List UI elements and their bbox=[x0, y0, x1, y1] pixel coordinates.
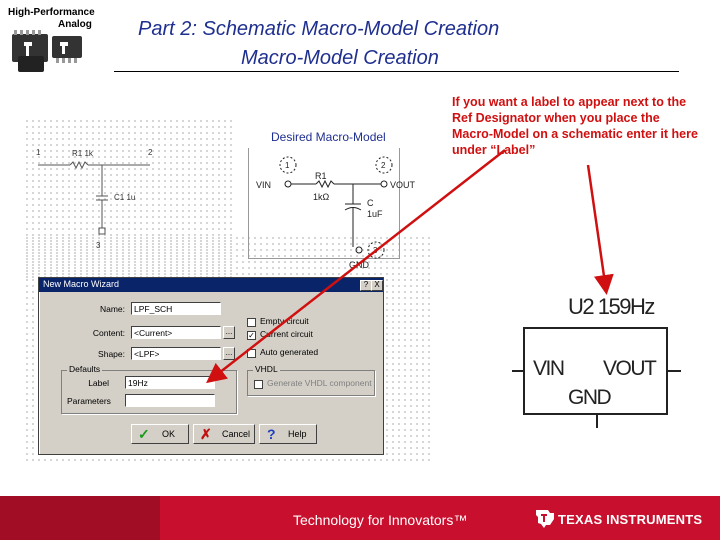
cross-icon: ✗ bbox=[200, 426, 212, 442]
checkmark-icon: ✓ bbox=[138, 426, 150, 442]
symbol-vin-pin bbox=[512, 370, 524, 372]
desired-pin1-label: 1 bbox=[285, 161, 290, 170]
name-input[interactable]: LPF_SCH bbox=[131, 302, 221, 315]
ti-logo-icon bbox=[536, 510, 554, 528]
symbol-vout-pin bbox=[667, 370, 681, 372]
defaults-group-title: Defaults bbox=[67, 364, 103, 374]
ok-button[interactable]: ✓ OK bbox=[131, 424, 189, 444]
desired-vin-label: VIN bbox=[256, 180, 271, 190]
cancel-button[interactable]: ✗ Cancel bbox=[193, 424, 255, 444]
desired-pin2-label: 2 bbox=[381, 161, 386, 170]
left-capacitor-label: C1 1u bbox=[114, 193, 135, 202]
question-icon: ? bbox=[267, 426, 276, 442]
desired-capacitor-name: C bbox=[367, 198, 374, 208]
help-button-label: Help bbox=[288, 429, 307, 439]
slide-title-line2: Macro-Model Creation bbox=[241, 47, 439, 69]
help-button[interactable]: ? Help bbox=[259, 424, 317, 444]
callout-text: If you want a label to appear next to th… bbox=[452, 95, 698, 157]
parameters-label: Parameters bbox=[67, 396, 111, 406]
vhdl-group bbox=[247, 370, 375, 396]
symbol-vout-label: VOUT bbox=[603, 357, 657, 380]
label-input[interactable]: 19Hz bbox=[125, 376, 215, 389]
desired-model-frame bbox=[248, 148, 400, 259]
footer-accent bbox=[0, 496, 160, 540]
desired-model-title: Desired Macro-Model bbox=[271, 130, 386, 144]
generate-vhdl-label: Generate VHDL component bbox=[267, 378, 372, 388]
symbol-gnd-pin bbox=[596, 414, 598, 428]
left-pin1-label: 1 bbox=[36, 148, 41, 157]
current-circuit-checkbox[interactable]: ✓ bbox=[247, 331, 256, 340]
arrow-to-symbol-label bbox=[586, 164, 614, 295]
cancel-button-label: Cancel bbox=[222, 429, 251, 439]
auto-generated-label: Auto generated bbox=[260, 347, 319, 357]
desired-capacitor-value: 1uF bbox=[367, 209, 383, 219]
left-pin3-label: 3 bbox=[96, 241, 101, 250]
footer-brand: TEXAS INSTRUMENTS bbox=[558, 512, 703, 527]
symbol-vin-label: VIN bbox=[533, 357, 565, 380]
symbol-ref-label: U2 159Hz bbox=[568, 294, 655, 319]
left-pin2-label: 2 bbox=[148, 148, 153, 157]
dialog-title: New Macro Wizard bbox=[43, 279, 120, 289]
dialog-close-button[interactable]: X bbox=[371, 280, 383, 291]
content-label: Content: bbox=[92, 328, 125, 338]
shape-input[interactable]: <LPF> bbox=[131, 347, 221, 360]
desired-resistor-name: R1 bbox=[315, 171, 327, 181]
shape-label: Shape: bbox=[98, 349, 125, 359]
ok-button-label: OK bbox=[162, 429, 176, 439]
generate-vhdl-checkbox[interactable] bbox=[254, 380, 263, 389]
footer-tagline: Technology for Innovators™ bbox=[293, 512, 468, 528]
slide-title-line1: Part 2: Schematic Macro-Model Creation bbox=[138, 18, 500, 40]
desired-vout-label: VOUT bbox=[390, 180, 416, 190]
content-input[interactable]: <Current> bbox=[131, 326, 221, 339]
auto-generated-checkbox[interactable] bbox=[247, 349, 256, 358]
current-circuit-label: Current circuit bbox=[260, 329, 313, 339]
content-browse-button[interactable]: ... bbox=[223, 326, 235, 339]
left-resistor-label: R1 1k bbox=[72, 149, 94, 158]
symbol-gnd-label: GND bbox=[568, 386, 612, 409]
label-field-label: Label bbox=[88, 378, 109, 388]
defaults-group bbox=[61, 370, 237, 414]
logo-text-line1: High-Performance bbox=[8, 7, 95, 18]
dialog-titlebar[interactable]: New Macro Wizard ? X bbox=[39, 278, 383, 292]
ti-logo bbox=[4, 6, 114, 76]
name-label: Name: bbox=[99, 304, 125, 314]
logo-text-line2: Analog bbox=[58, 19, 92, 30]
title-divider bbox=[114, 71, 679, 72]
arrow-to-label-field bbox=[206, 149, 506, 384]
shape-browse-button[interactable]: ... bbox=[223, 347, 235, 360]
empty-circuit-checkbox[interactable] bbox=[247, 318, 256, 327]
desired-resistor-value: 1kΩ bbox=[313, 192, 330, 202]
parameters-input[interactable] bbox=[125, 394, 215, 407]
vhdl-group-title: VHDL bbox=[253, 364, 280, 374]
